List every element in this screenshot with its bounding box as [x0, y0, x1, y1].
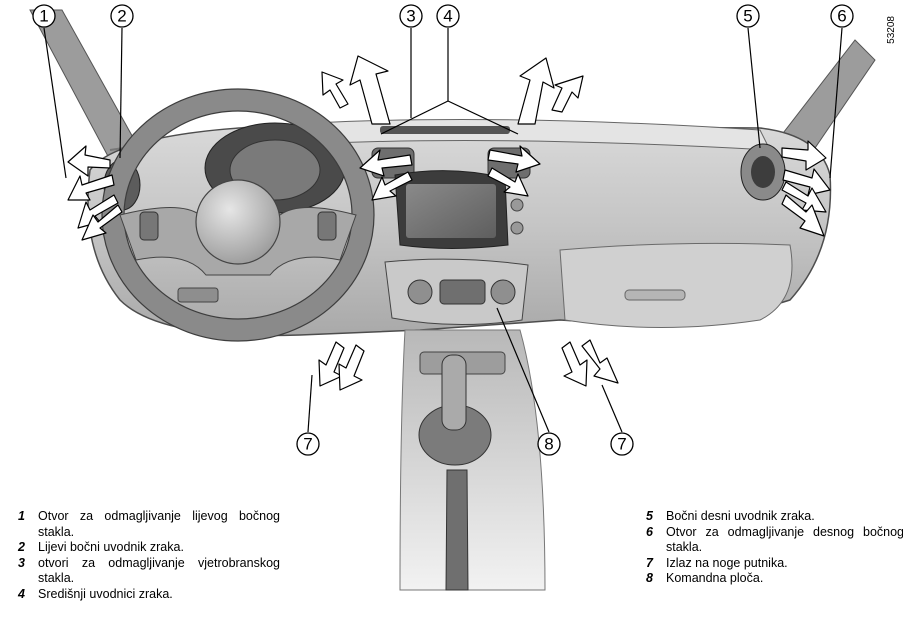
svg-text:3: 3: [406, 7, 415, 26]
leader-line-2: [119, 27, 123, 159]
legend-item-text: Središnji uvodnici zraka.: [38, 586, 173, 601]
screen: [406, 184, 496, 238]
airflow-arrow: [321, 71, 349, 109]
legend-item-text: Komandna ploča.: [666, 571, 764, 585]
callout-1: 1: [32, 4, 56, 28]
svg-text:1: 1: [39, 7, 48, 26]
lower-left-switches: [177, 287, 219, 303]
legend-right: 5 Bočni desni uvodnik zraka. 6 Otvor za …: [646, 509, 903, 587]
legend-item-text: Otvor za odmagljivanje lijevog bočnog st…: [38, 509, 280, 539]
airflow-arrow: [338, 344, 365, 391]
leader-line-5: [747, 27, 761, 149]
leader-line-7-right: [601, 384, 623, 433]
airflow-arrow: [318, 341, 345, 387]
airflow-arrow: [359, 149, 413, 177]
callout-8: 8: [537, 432, 561, 456]
control-knob-left: [407, 279, 433, 305]
svg-text:7: 7: [303, 435, 312, 454]
callout-5: 5: [736, 4, 760, 28]
airflow-arrow: [81, 204, 123, 241]
legend-item: 3 otvori za odmagljivanje vjetrobranskog…: [18, 556, 280, 587]
steering-wheel-hub: [195, 179, 281, 265]
callout-7-right: 7: [610, 432, 634, 456]
right-side-vent-inner: [751, 156, 775, 188]
legend-item: 7 Izlaz na noge putnika.: [646, 556, 903, 572]
svg-text:7: 7: [617, 435, 626, 454]
airflow-arrow: [561, 341, 588, 387]
legend-item-number: 3: [18, 555, 25, 570]
reference-number: 53208: [886, 16, 897, 44]
airflow-arrow: [487, 167, 529, 197]
callout-6: 6: [830, 4, 854, 28]
callout-leaders: [43, 27, 843, 433]
airflow-arrow: [371, 171, 413, 201]
airflow-arrows: [67, 55, 831, 391]
airflow-arrow: [517, 57, 555, 125]
airflow-arrow: [349, 55, 391, 125]
airflow-arrow: [581, 339, 619, 384]
svg-text:4: 4: [443, 7, 452, 26]
screen-knob-2: [510, 221, 524, 235]
airflow-arrow: [781, 194, 825, 237]
callout-7-left: 7: [296, 432, 320, 456]
handbrake: [445, 469, 469, 591]
leader-line-7-left: [307, 374, 313, 433]
callout-2: 2: [110, 4, 134, 28]
callout-3: 3: [399, 4, 423, 28]
control-knob-right: [490, 279, 516, 305]
airflow-arrow: [67, 145, 111, 177]
svg-text:2: 2: [117, 7, 126, 26]
gear-lever: [441, 354, 467, 431]
airflow-arrow: [781, 140, 827, 171]
legend-item-text: Otvor za odmagljivanje desnog bočnog sta…: [666, 524, 903, 555]
legend-item-number: 7: [646, 555, 653, 570]
glovebox: [559, 242, 793, 328]
windscreen-vent-strip: [380, 126, 510, 134]
steering-buttons-right: [317, 211, 337, 241]
control-buttons: [439, 279, 486, 305]
screen-knob-1: [510, 198, 524, 212]
legend-item: 8 Komandna ploča.: [646, 571, 903, 587]
steering-wheel-rim-edge: [101, 88, 375, 342]
steering-buttons-left: [139, 211, 159, 241]
legend-item: 4 Središnji uvodnici zraka.: [18, 587, 280, 603]
leader-line-8: [496, 307, 550, 433]
leader-line-6: [829, 27, 843, 179]
legend-item: 1 Otvor za odmagljivanje lijevog bočnog …: [18, 509, 280, 540]
legend-item-text: otvori za odmagljivanje vjetrobranskog s…: [38, 555, 280, 586]
legend-item-text: Lijevi bočni uvodnik zraka.: [38, 540, 184, 554]
svg-text:8: 8: [544, 435, 553, 454]
airflow-arrow: [487, 145, 541, 173]
legend-item-number: 1: [18, 509, 25, 523]
callout-4: 4: [436, 4, 460, 28]
left-a-pillar: [29, 9, 141, 161]
legend-item-text: Izlaz na noge putnika.: [666, 555, 788, 570]
airflow-arrow: [782, 168, 831, 196]
legend-item-text: Bočni desni uvodnik zraka.: [666, 509, 815, 523]
leader-line-1: [43, 27, 67, 179]
legend-item: 5 Bočni desni uvodnik zraka.: [646, 509, 903, 525]
legend-left: 1 Otvor za odmagljivanje lijevog bočnog …: [18, 509, 280, 602]
airflow-arrow: [67, 174, 115, 201]
legend-item-number: 6: [646, 524, 653, 539]
legend-item-number: 2: [18, 540, 25, 554]
airflow-arrow: [551, 75, 584, 113]
legend-item: 6 Otvor za odmagljivanje desnog bočnog s…: [646, 525, 903, 556]
glovebox-handle: [624, 289, 686, 301]
legend-item-number: 5: [646, 509, 653, 523]
legend-item-number: 8: [646, 571, 653, 585]
legend-item-number: 4: [18, 586, 25, 601]
svg-text:6: 6: [837, 7, 846, 26]
legend-item: 2 Lijevi bočni uvodnik zraka.: [18, 540, 280, 556]
svg-text:5: 5: [743, 7, 752, 26]
